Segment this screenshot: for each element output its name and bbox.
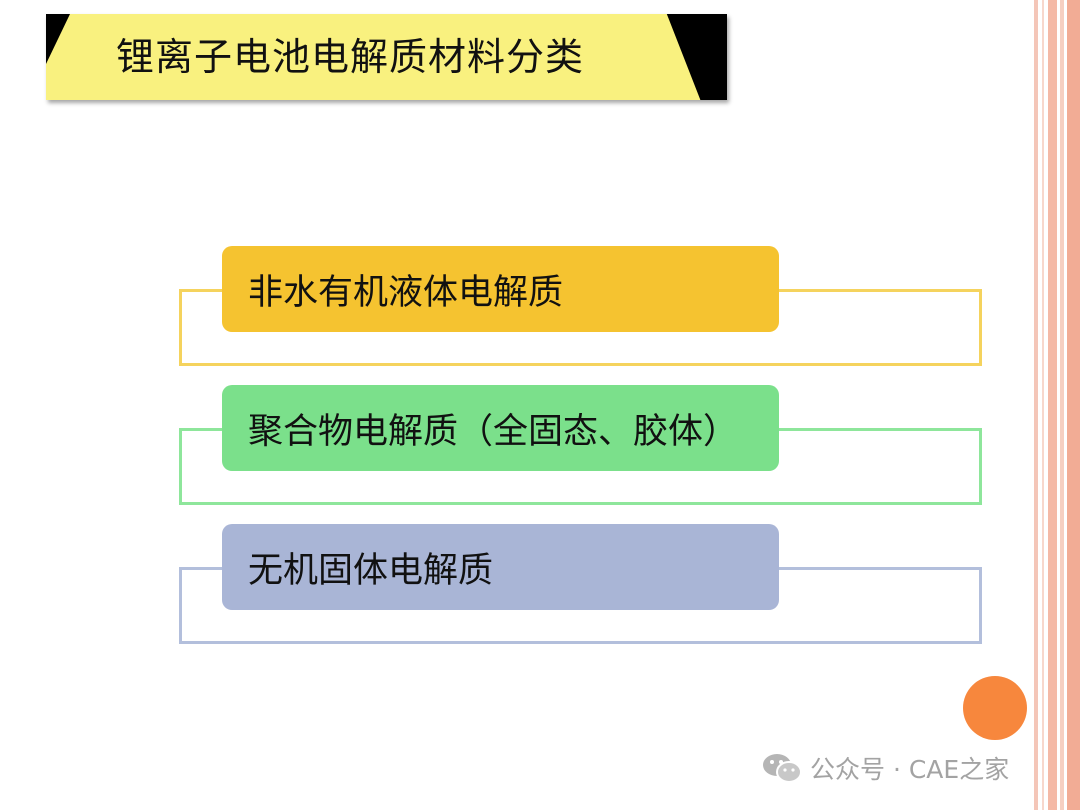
banner-corner-right (666, 14, 727, 100)
bracket-tick (179, 428, 223, 431)
title-banner: 锂离子电池电解质材料分类 (46, 14, 727, 100)
decor-stripe (1060, 0, 1064, 810)
category-label: 聚合物电解质（全固态、胶体） (248, 411, 739, 452)
orange-circle-decoration (963, 676, 1027, 740)
category-box-1: 非水有机液体电解质 (222, 246, 779, 332)
category-bracket-1 (179, 290, 982, 366)
category-label: 无机固体电解质 (248, 550, 494, 591)
category-box-3: 无机固体电解质 (222, 524, 779, 610)
bracket-tick (778, 567, 982, 570)
watermark: 公众号 · CAE之家 (762, 748, 1009, 788)
watermark-text: 公众号 · CAE之家 (810, 755, 1010, 784)
category-box-2: 聚合物电解质（全固态、胶体） (222, 385, 779, 471)
wechat-icon (762, 751, 802, 785)
page-title: 锂离子电池电解质材料分类 (116, 35, 585, 79)
banner-corner-left (46, 14, 70, 64)
decor-stripe (1048, 0, 1057, 810)
bracket-tick (778, 428, 982, 431)
category-label: 非水有机液体电解质 (248, 272, 564, 313)
category-bracket-2 (179, 429, 982, 505)
decor-stripe (1042, 0, 1044, 810)
decor-stripe (1034, 0, 1038, 810)
bracket-tick (778, 289, 982, 292)
bracket-tick (179, 567, 223, 570)
bracket-tick (179, 289, 223, 292)
category-bracket-3 (179, 568, 982, 644)
decor-stripe (1067, 0, 1080, 810)
